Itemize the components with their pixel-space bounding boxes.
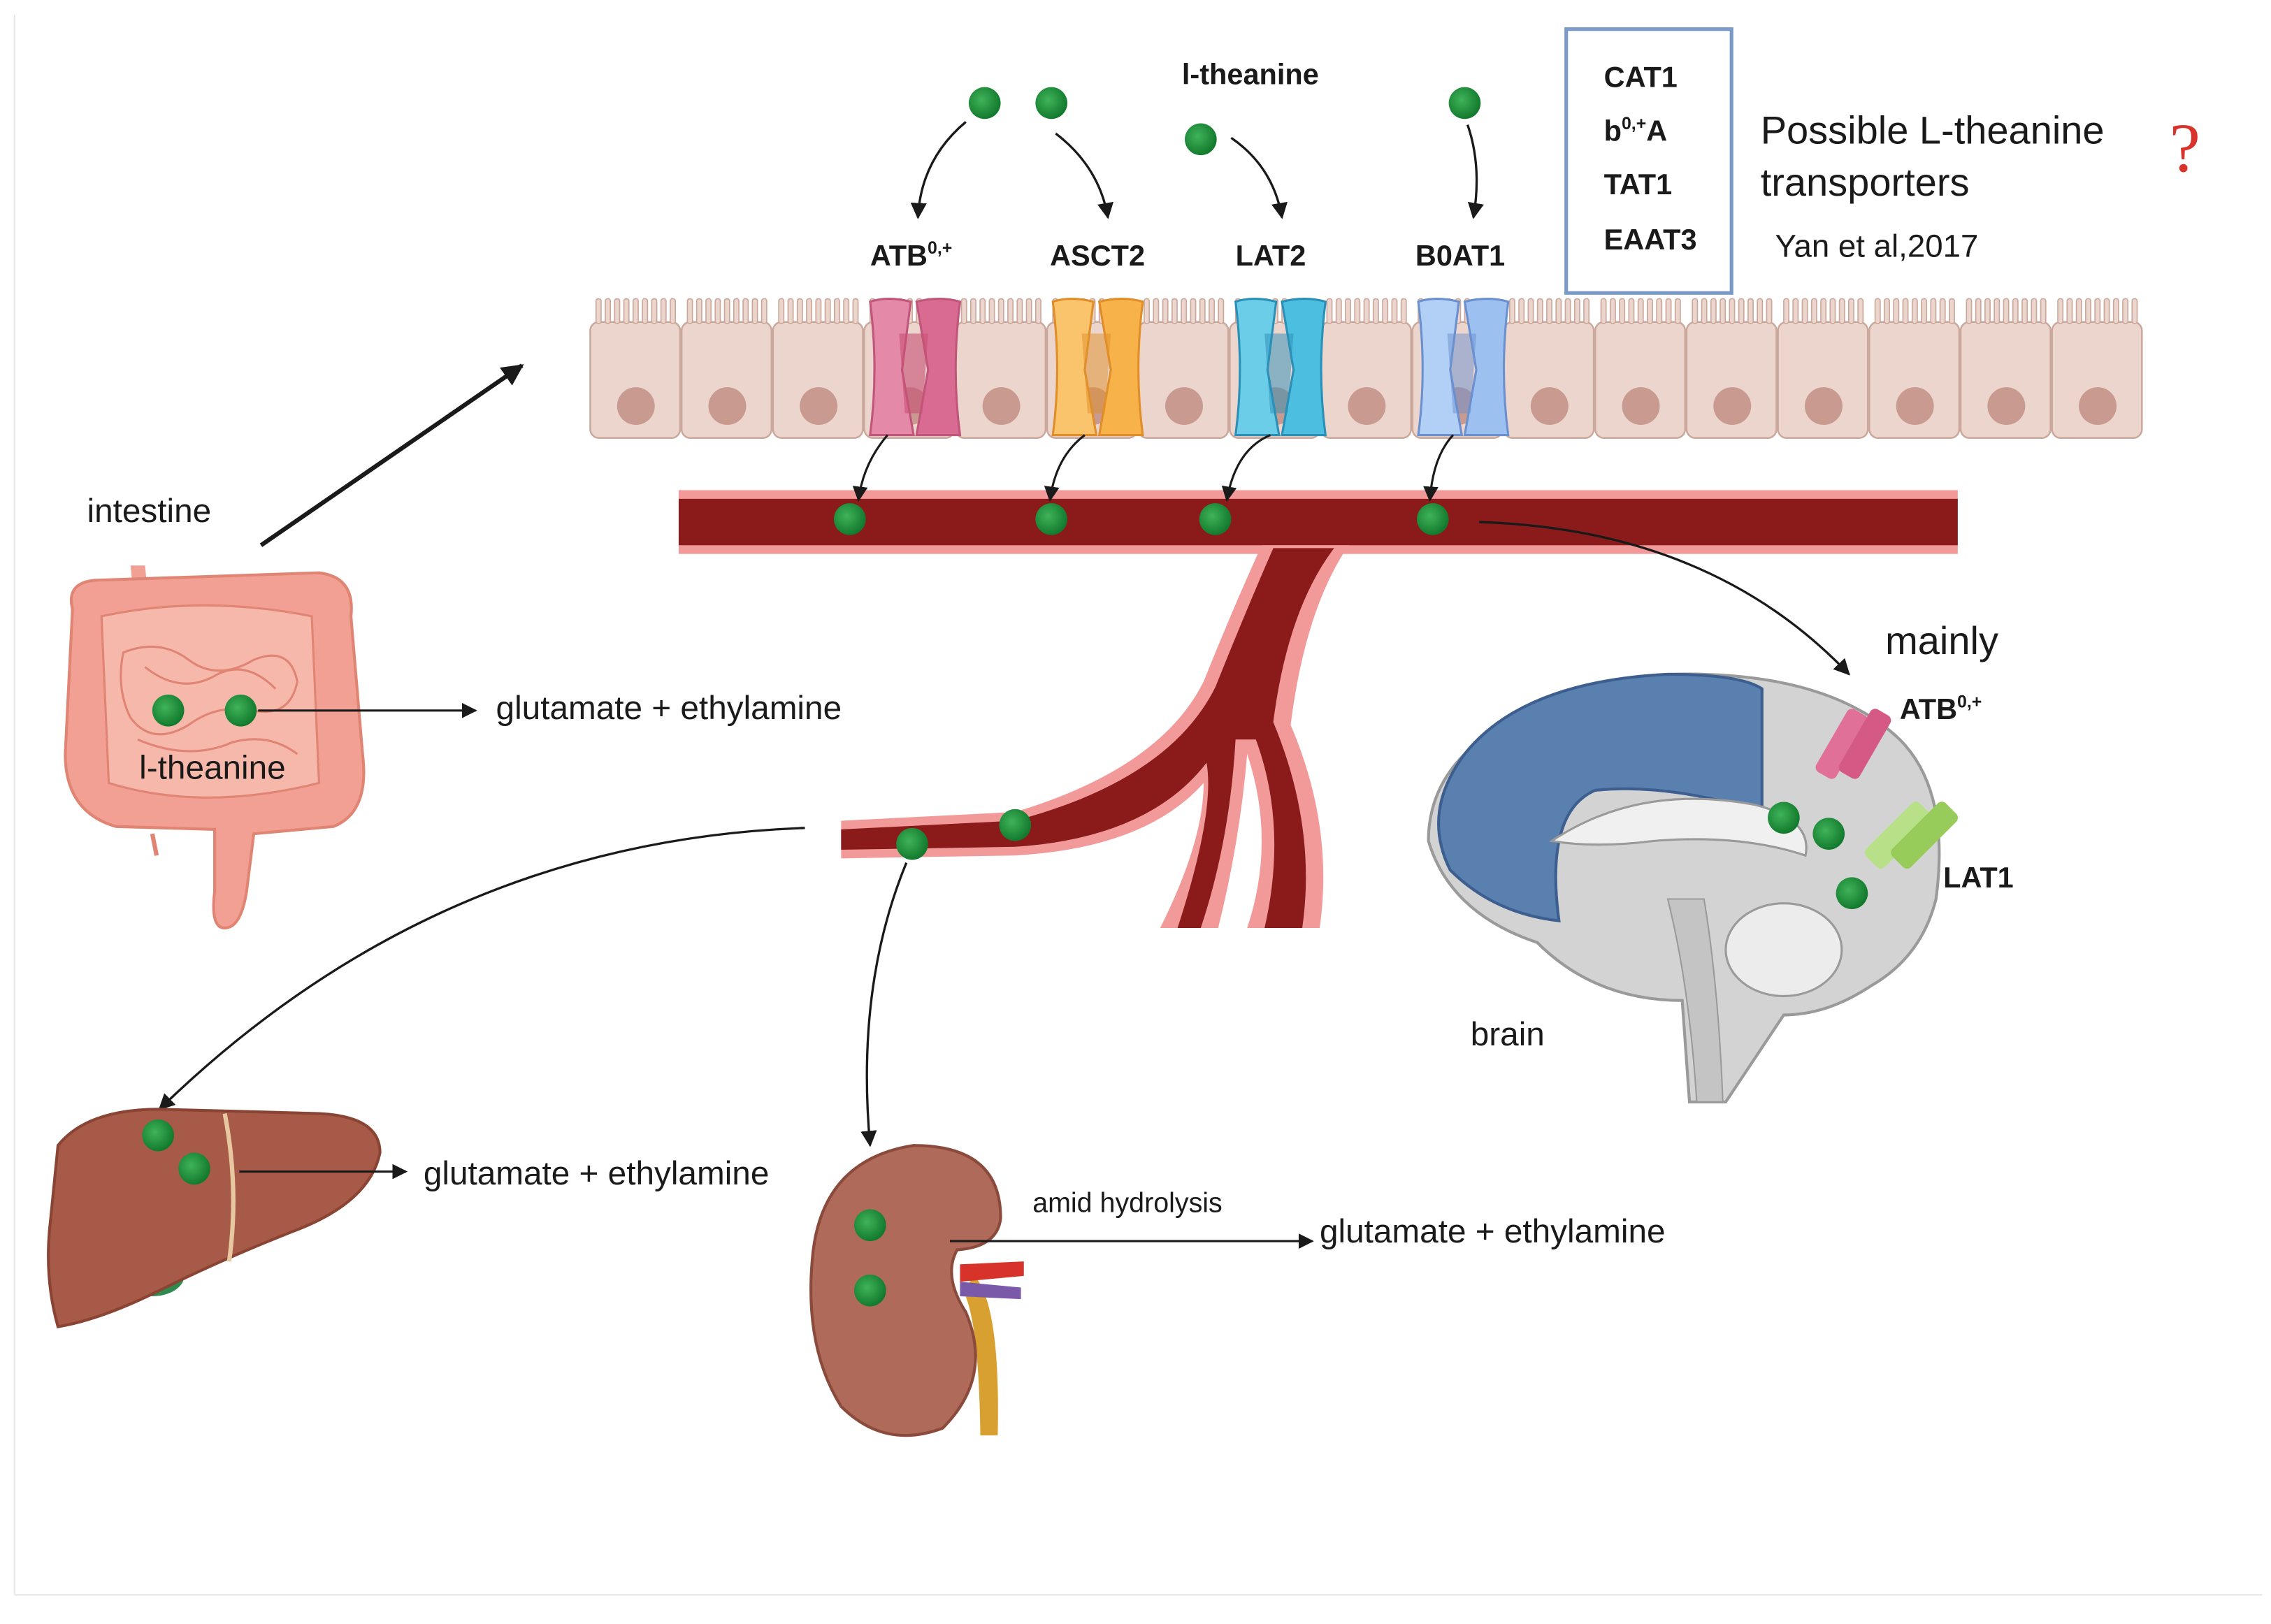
box-item-tat1: TAT1 — [1604, 168, 1673, 201]
theanine-dot — [1448, 87, 1481, 119]
arrow-b0at1-to-vessel — [1423, 434, 1455, 502]
theanine-dot — [854, 1274, 886, 1307]
cell-nucleus — [1530, 387, 1569, 426]
epithelial-cell — [954, 298, 1047, 439]
label-lat2: LAT2 — [1236, 239, 1306, 272]
transporter-asct2 — [1051, 297, 1144, 437]
epithelial-cell — [680, 298, 772, 439]
transporter-atb — [869, 297, 962, 437]
epithelial-cell — [1503, 298, 1595, 439]
cell-nucleus — [617, 387, 655, 426]
label-l-theanine-top: l-theanine — [1182, 57, 1319, 90]
brain-transporter-atb — [1815, 709, 1891, 779]
cell-nucleus — [1804, 387, 1843, 426]
arrow-vessel-to-liver — [158, 827, 805, 1110]
intestine-organ — [64, 565, 366, 930]
cell-nucleus — [1348, 387, 1386, 426]
citation: Yan et al,2017 — [1775, 228, 1978, 263]
arrow-to-b0at1 — [1466, 124, 1484, 219]
liver-organ — [47, 1108, 382, 1328]
box-item-cat1: CAT1 — [1604, 61, 1678, 94]
label-brain: brain — [1471, 1016, 1545, 1053]
epithelial-cell — [1868, 298, 1961, 439]
theanine-dot — [152, 694, 185, 727]
arrow-asct2-to-vessel — [1044, 434, 1086, 502]
epithelial-cell — [1959, 298, 2052, 439]
theanine-dot — [1812, 818, 1845, 850]
label-brain-lat1: LAT1 — [1943, 861, 2014, 894]
arrow-to-atb — [910, 121, 967, 219]
label-brain-atb: ATB0,+ — [1900, 693, 1982, 726]
possible-transporters-box — [1564, 27, 1733, 295]
possible-text-line1: Possible L-theanine — [1761, 108, 2105, 152]
theanine-dot — [1768, 802, 1800, 834]
theanine-dot — [1035, 503, 1067, 535]
label-intestine-theanine: l-theanine — [139, 749, 286, 786]
epithelial-cell — [1320, 298, 1412, 439]
blood-vessel — [678, 490, 1958, 928]
label-atb: ATB0,+ — [870, 238, 952, 272]
cell-nucleus — [708, 387, 747, 426]
theanine-dot — [1836, 877, 1868, 910]
cell-nucleus — [982, 387, 1021, 426]
arrow-vessel-to-brain — [1479, 521, 1850, 676]
epithelial-cell — [1685, 298, 1778, 439]
cell-nucleus — [1896, 387, 1934, 426]
cell-nucleus — [800, 387, 838, 426]
cell-nucleus — [1622, 387, 1660, 426]
arrow-to-asct2 — [1055, 132, 1113, 219]
theanine-dot — [999, 809, 1032, 841]
question-mark-icon: ? — [2170, 109, 2200, 187]
theanine-dot — [896, 827, 928, 860]
arrow-intestine-to-epithelium — [259, 363, 524, 547]
label-asct2: ASCT2 — [1050, 239, 1145, 272]
possible-text-line2: transporters — [1761, 160, 1970, 204]
brain-transporter-lat1 — [1864, 802, 1959, 869]
epithelial-cell — [1777, 298, 1869, 439]
theanine-dot — [854, 1209, 886, 1242]
theanine-dot — [1416, 503, 1449, 535]
transporter-lat2 — [1234, 297, 1327, 437]
products-kidney: glutamate + ethylamine — [1320, 1213, 1666, 1250]
theanine-dot — [968, 87, 1001, 119]
products-intestine: glutamate + ethylamine — [496, 690, 842, 727]
box-item-b0a: b0,+A — [1604, 114, 1668, 147]
epithelial-cell — [589, 298, 682, 439]
cell-nucleus — [1987, 387, 2026, 426]
arrow-atb-to-vessel — [852, 434, 888, 502]
products-liver: glutamate + ethylamine — [424, 1155, 770, 1192]
epithelial-cell — [1594, 298, 1687, 439]
theanine-dot — [178, 1152, 210, 1185]
arrow-lat2-to-vessel — [1221, 434, 1271, 502]
arrow-vessel-to-kidney — [860, 862, 908, 1147]
theanine-dot — [224, 694, 257, 727]
label-mainly: mainly — [1885, 618, 1998, 662]
theanine-dot — [1035, 87, 1067, 119]
transporter-b0at1 — [1417, 297, 1510, 437]
box-item-eaat3: EAAT3 — [1604, 223, 1697, 256]
epithelium-layer — [589, 298, 2143, 439]
cell-nucleus — [1165, 387, 1203, 426]
brain-organ — [1427, 672, 1941, 1104]
epithelial-cell — [1137, 298, 1230, 439]
label-b0at1: B0AT1 — [1415, 239, 1505, 272]
theanine-dot — [142, 1119, 174, 1152]
theanine-dot — [1199, 503, 1232, 535]
cell-nucleus — [1713, 387, 1752, 426]
arrow-to-lat2 — [1230, 136, 1288, 219]
theanine-dot — [1185, 123, 1217, 156]
epithelial-cell — [772, 298, 864, 439]
cell-nucleus — [2079, 387, 2117, 426]
kidney-organ — [809, 1144, 1024, 1437]
theanine-dot — [833, 503, 866, 535]
label-intestine: intestine — [87, 493, 211, 530]
epithelial-cell — [2051, 298, 2143, 439]
label-amid-hydrolysis: amid hydrolysis — [1032, 1188, 1223, 1219]
